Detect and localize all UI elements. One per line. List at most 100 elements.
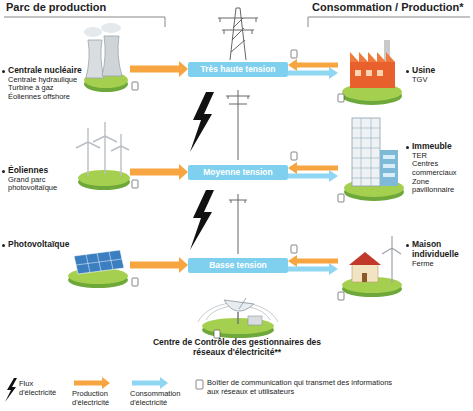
- node-text-group: ÉoliennesGrand parc photovoltaïque: [2, 166, 74, 193]
- house-illustration-part: [349, 252, 381, 265]
- site-node: Centrale nucléaireCentrale hydrauliqueTu…: [2, 36, 130, 120]
- factory-illustration-part: [350, 52, 395, 62]
- node-text-group: Très haute tension: [200, 65, 275, 75]
- flow-arrow: [130, 164, 188, 180]
- site-node: Photovoltaïque: [2, 228, 130, 290]
- house-illustration-part: [382, 236, 401, 283]
- arrow-shaft: [130, 169, 179, 176]
- node-heading: Centre de Contrôle des gestionnaires des…: [147, 338, 327, 358]
- control-center-illustration-part: [224, 300, 254, 311]
- nuclear-plant-illustration-part: [86, 40, 104, 78]
- communication-box-symbol-part: [338, 292, 344, 300]
- control-center-illustration-part: [237, 312, 239, 324]
- pole-symbol-part: [231, 200, 245, 203]
- arrow-shaft: [130, 262, 179, 269]
- control-center-node: Centre de Contrôle des gestionnaires des…: [130, 288, 345, 370]
- communication-box-symbol-part: [132, 278, 138, 286]
- arrow-shaft: [74, 381, 102, 386]
- building-illustration-part: [352, 118, 380, 186]
- building-illustration: [344, 118, 404, 201]
- pole-symbol-part: [228, 96, 248, 99]
- solar-panel-illustration-part: [76, 252, 122, 273]
- building-illustration-part-part: [352, 128, 380, 178]
- voltage-band: Très haute tension: [188, 62, 288, 77]
- arrow-head: [102, 377, 110, 389]
- node-text-group: Centre de Contrôle des gestionnaires des…: [147, 338, 327, 358]
- nuclear-plant-illustration: [84, 23, 128, 92]
- node-item: Turbine à gaz: [2, 84, 92, 93]
- communication-box-symbol-part: [214, 330, 220, 338]
- wind-turbine-illustration-part-part: [76, 128, 100, 176]
- section-heading: Consommation / Production*: [312, 1, 464, 13]
- arrow-head: [288, 59, 297, 71]
- node-text-group: ImmeubleTERCentres commerciauxZone pavil…: [406, 142, 470, 195]
- wind-turbine-illustration-part-part: [93, 122, 117, 174]
- legend-text: Flux d'électricité: [19, 380, 67, 397]
- communication-box-symbol-part: [338, 194, 344, 202]
- node-heading: Usine: [406, 66, 470, 76]
- arrow-head: [329, 263, 338, 275]
- arrow-head: [179, 164, 188, 180]
- wind-turbine-illustration-part: [76, 122, 129, 176]
- arrow-head: [288, 255, 297, 267]
- legend-text: Consommation d'électricité: [130, 390, 192, 407]
- node-item: TER: [406, 152, 470, 161]
- building-illustration-part: [383, 173, 395, 177]
- solar-panel-illustration: [68, 250, 128, 288]
- building-illustration-part-part: [361, 118, 371, 186]
- arrow-shaft: [288, 71, 329, 76]
- lightning-symbol-part: [5, 378, 17, 402]
- pole-symbol-part: [238, 194, 239, 254]
- node-item: Centrale hydraulique: [2, 76, 92, 85]
- node-text-group: UsineTGV: [406, 66, 470, 84]
- legend-swatch: [132, 377, 168, 389]
- building-illustration-part: [352, 118, 380, 186]
- arrow-head: [329, 67, 338, 79]
- arrow-head: [329, 170, 338, 182]
- node-item: Éoliennes offshore: [2, 93, 92, 102]
- legend-text: Production d'électricité: [72, 390, 128, 407]
- house-illustration-part: [352, 264, 378, 282]
- communication-box-symbol: [132, 50, 344, 389]
- factory-illustration-part: [355, 70, 361, 76]
- node-heading: Immeuble: [406, 142, 470, 152]
- node-item: Zone pavillonnaire: [406, 178, 470, 195]
- node-item: Grand parc photovoltaïque: [2, 176, 74, 193]
- arrow-shaft: [297, 63, 338, 68]
- house-illustration-part-part: [382, 236, 401, 283]
- node-text-group: Moyenne tension: [203, 168, 272, 178]
- pylon-symbol-part: [218, 18, 258, 30]
- node-heading: Photovoltaïque: [2, 240, 82, 250]
- legend-swatch: [74, 377, 110, 389]
- building-illustration-part: [383, 155, 395, 159]
- site-node: ÉoliennesGrand parc photovoltaïque: [2, 130, 130, 210]
- factory-illustration-part: [350, 62, 395, 88]
- pylon-symbol-part: [231, 18, 245, 52]
- arrow-head: [288, 162, 297, 174]
- node-heading: Très haute tension: [200, 65, 275, 75]
- site-node: UsineTGV: [338, 34, 471, 114]
- arrow-shaft: [130, 66, 179, 73]
- arrow-shaft: [288, 267, 329, 272]
- pylon-symbol: [218, 8, 258, 60]
- node-text-group: Basse tension: [209, 261, 267, 271]
- communication-box-symbol-part: [291, 50, 297, 58]
- voltage-band: Moyenne tension: [188, 165, 288, 180]
- node-heading: Centrale nucléaire: [2, 66, 92, 76]
- node-heading: Maison individuelle: [406, 240, 470, 260]
- arrow-head: [160, 377, 168, 389]
- communication-box-symbol-part: [132, 82, 138, 90]
- pole-symbol-part: [229, 200, 247, 201]
- pole-symbol-part: [238, 90, 239, 160]
- solar-panel-illustration-part: [74, 250, 124, 274]
- flow-arrow: [288, 59, 338, 71]
- factory-illustration-part: [366, 70, 372, 76]
- node-heading: Basse tension: [209, 261, 267, 271]
- flow-arrow: [288, 255, 338, 267]
- wind-turbine-illustration-part-part: [111, 134, 129, 176]
- legend-text: Boîtier de communication qui transmet de…: [207, 379, 397, 396]
